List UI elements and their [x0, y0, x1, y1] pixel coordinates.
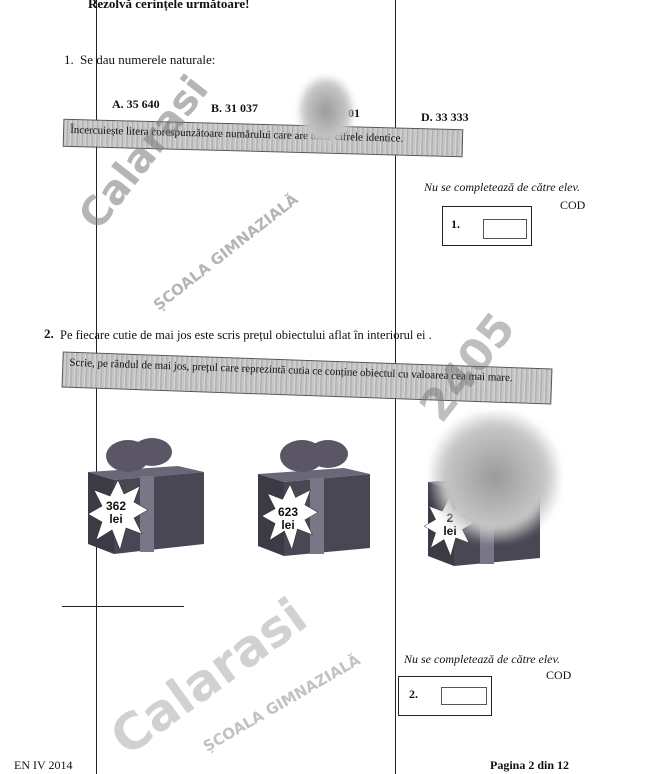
margin2-num: 2.: [409, 687, 418, 701]
q2-number: 2.: [44, 326, 54, 341]
gift-box-1: [88, 438, 204, 554]
margin1-num: 1.: [451, 217, 460, 231]
q1-option-a[interactable]: A. 35 640: [112, 97, 160, 111]
margin1-note: Nu se completează de către elev.: [424, 180, 580, 194]
price-star-1: [88, 480, 148, 550]
q1-number: 1.: [64, 52, 74, 67]
answer-line[interactable]: [62, 606, 184, 607]
margin2-code-field[interactable]: [441, 687, 487, 705]
q1-option-b[interactable]: B. 31 037: [211, 101, 259, 115]
margin1-code-box: 1.: [442, 206, 532, 246]
margin2-code-box: 2.: [398, 676, 492, 716]
price-star-2: [262, 483, 318, 551]
q2-title: Pe fiecare cutie de mai jos este scris p…: [60, 328, 432, 342]
redaction-blur-2: [430, 412, 560, 542]
footer-exam-code: EN IV 2014: [14, 758, 73, 772]
margin1-code-field[interactable]: [483, 219, 527, 239]
redaction-blur-1: [298, 76, 354, 146]
gift-box-2: [258, 440, 370, 556]
margin1-cod: COD: [560, 198, 586, 212]
margin2-note: Nu se completează de către elev.: [404, 652, 560, 666]
footer-page-number: Pagina 2 din 12: [490, 758, 570, 772]
page-instruction: Rezolvă cerințele următoare!: [88, 0, 250, 11]
stamp-text-1: Calarasi: [70, 67, 218, 239]
q1-option-d[interactable]: D. 33 333: [421, 110, 469, 124]
stamp-text-2: ȘCOALA GIMNAZIALĂ: [150, 190, 302, 315]
margin2-cod: COD: [546, 668, 572, 682]
q1-title: Se dau numerele naturale:: [80, 52, 216, 67]
